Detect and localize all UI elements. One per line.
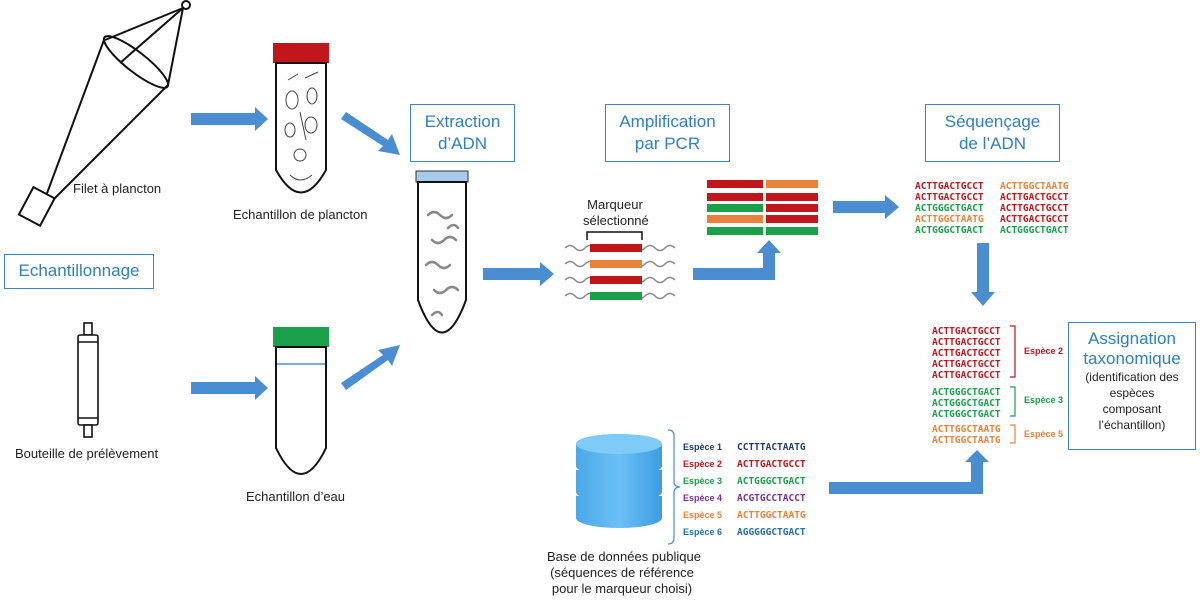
label-filet-plancton: Filet à plancton — [73, 181, 162, 196]
assigned-group-espece-5: ACTTGGCTAATG ACTTGGCTAATG — [932, 424, 1001, 446]
species-label-2: Espèce 2 — [1024, 346, 1064, 356]
read: ACTTGACTGCCT — [1000, 192, 1069, 203]
database-row: Espèce 5 ACTTGGCTAATG — [683, 505, 806, 522]
database-row: Espèce 2 ACTTGACTGCCT — [683, 454, 806, 471]
label-bouteille: Bouteille de prélèvement — [15, 446, 159, 461]
water-tube-icon — [273, 327, 329, 475]
species-label-3: Espèce 3 — [1024, 395, 1064, 405]
step-extraction: Extraction d’ADN — [410, 104, 515, 162]
db-species: Espèce 4 — [683, 493, 723, 503]
step-assignation-line1: Assignation — [1088, 329, 1176, 348]
arrow-net-to-tube — [191, 107, 268, 131]
water-bottle-icon — [77, 322, 99, 438]
database-row: Espèce 4 ACGTGCCTACCT — [683, 488, 806, 505]
assigned-read: ACTGGGCTGACT — [932, 409, 1001, 420]
step-sequencage: Séquençage de l’ADN — [925, 104, 1060, 162]
arrow-plankton-to-extraction — [341, 112, 400, 155]
db-sequence: AGGGGGCTGACT — [737, 527, 806, 538]
read: ACTTGACTGCCT — [1000, 214, 1069, 225]
label-base-1: Base de données publique — [547, 549, 701, 564]
label-marqueur-1: Marqueur — [587, 197, 643, 212]
arrow-bottle-to-tube — [191, 376, 268, 400]
read: ACTTGACTGCCT — [915, 181, 984, 192]
database-table: Espèce 1 CCTTTACTAATG Espèce 2 ACTTGACTGCC… — [683, 437, 806, 539]
assigned-group-espece-3: ACTGGGCTGACT ACTGGGCTGACT ACTGGGCTGACT — [932, 387, 1001, 420]
reads-col2: ACTTGGCTAATG ACTTGACTGCCT ACTTGACTGCCT A… — [1000, 181, 1069, 236]
step-amplification-line2: par PCR — [634, 134, 701, 153]
arrow-strands-to-pcr — [693, 240, 781, 280]
label-base-donnees: Base de données publique (séquences de r… — [547, 549, 701, 597]
db-sequence: ACGTGCCTACCT — [737, 493, 806, 504]
flow-arrows — [191, 107, 995, 494]
db-species: Espèce 5 — [683, 510, 723, 520]
arrow-pcr-to-sequencing — [833, 195, 899, 219]
read: ACTTGGCTAATG — [1000, 181, 1069, 192]
db-species: Espèce 6 — [683, 527, 723, 537]
step-assignation-line6: l’échantillon) — [1098, 418, 1166, 432]
step-assignation-line5: composant — [1102, 402, 1162, 416]
step-assignation: Assignation taxonomique (identification … — [1068, 322, 1196, 450]
db-sequence: CCTTTACTAATG — [737, 442, 806, 453]
database-row: Espèce 6 AGGGGGCTGACT — [683, 522, 806, 539]
label-echantillon-eau: Echantillon d’eau — [246, 489, 346, 504]
assigned-read: ACTGGGCTGACT — [932, 398, 1001, 409]
step-sequencage-line1: Séquençage — [944, 112, 1041, 131]
step-extraction-line1: Extraction — [424, 112, 501, 131]
label-echantillon-plancton: Echantillon de plancton — [233, 207, 368, 222]
assignment-brackets — [1010, 325, 1016, 444]
dna-extraction-tube-icon — [415, 170, 469, 334]
step-assignation-line4: espèces — [1109, 386, 1155, 400]
plankton-net-icon — [17, 0, 191, 228]
assigned-read: ACTTGACTGCCT — [932, 326, 1001, 337]
assigned-read: ACTTGACTGCCT — [932, 348, 1001, 359]
plankton-tube-icon — [273, 43, 329, 194]
db-sequence: ACTTGGCTAATG — [737, 510, 806, 521]
step-echantillonnage: Echantillonnage — [4, 254, 154, 289]
db-species: Espèce 1 — [683, 442, 723, 452]
step-amplification: Amplification par PCR — [605, 104, 730, 162]
database-row: Espèce 3 ACTGGGCTGACT — [683, 471, 806, 488]
arrow-database-to-assignment — [829, 450, 989, 494]
reads-col1: ACTTGACTGCCT ACTTGACTGCCT ACTGGGCTGACT A… — [915, 181, 984, 236]
read: ACTGGGCTGACT — [915, 225, 984, 236]
assigned-read: ACTTGACTGCCT — [932, 359, 1001, 370]
read: ACTTGACTGCCT — [1000, 203, 1069, 214]
label-base-2: (séquences de référence — [550, 565, 694, 580]
read: ACTGGGCTGACT — [1000, 225, 1069, 236]
step-assignation-line2: taxonomique — [1083, 349, 1181, 368]
assigned-read: ACTTGGCTAATG — [932, 435, 1001, 446]
assigned-group-espece-2: ACTTGACTGCCT ACTTGACTGCCT ACTTGACTGCCT A… — [932, 326, 1001, 381]
arrow-water-to-extraction — [341, 345, 400, 390]
arrow-extraction-to-strands — [483, 262, 554, 286]
step-extraction-line2: d’ADN — [437, 134, 488, 153]
db-species: Espèce 2 — [683, 459, 723, 469]
assigned-read: ACTTGGCTAATG — [932, 424, 1001, 435]
marker-bracket — [586, 231, 643, 240]
read: ACTTGACTGCCT — [915, 192, 984, 203]
step-assignation-line3: (identification des — [1085, 370, 1179, 384]
pcr-amplicons — [707, 180, 818, 235]
read: ACTTGGCTAATG — [915, 214, 984, 225]
step-amplification-line1: Amplification — [619, 112, 716, 131]
species-label-5: Espèce 5 — [1024, 429, 1064, 439]
assigned-read: ACTTGACTGCCT — [932, 337, 1001, 348]
assigned-read: ACTTGACTGCCT — [932, 370, 1001, 381]
database-brace — [667, 429, 681, 545]
database-row: Espèce 1 CCTTTACTAATG — [683, 437, 806, 454]
db-sequence: ACTTGACTGCCT — [737, 459, 806, 470]
step-sequencage-line2: de l’ADN — [958, 134, 1027, 153]
db-sequence: ACTGGGCTGACT — [737, 476, 806, 487]
arrow-sequencing-to-assignment — [971, 243, 995, 306]
dna-strands — [564, 244, 676, 300]
database-icon — [576, 434, 662, 528]
label-marqueur-2: sélectionné — [583, 213, 649, 228]
label-base-3: pour le marqueur choisi) — [551, 581, 693, 596]
read: ACTGGGCTGACT — [915, 203, 984, 214]
db-species: Espèce 3 — [683, 476, 723, 486]
assigned-read: ACTGGGCTGACT — [932, 387, 1001, 398]
label-marqueur: Marqueur sélectionné — [583, 197, 649, 229]
